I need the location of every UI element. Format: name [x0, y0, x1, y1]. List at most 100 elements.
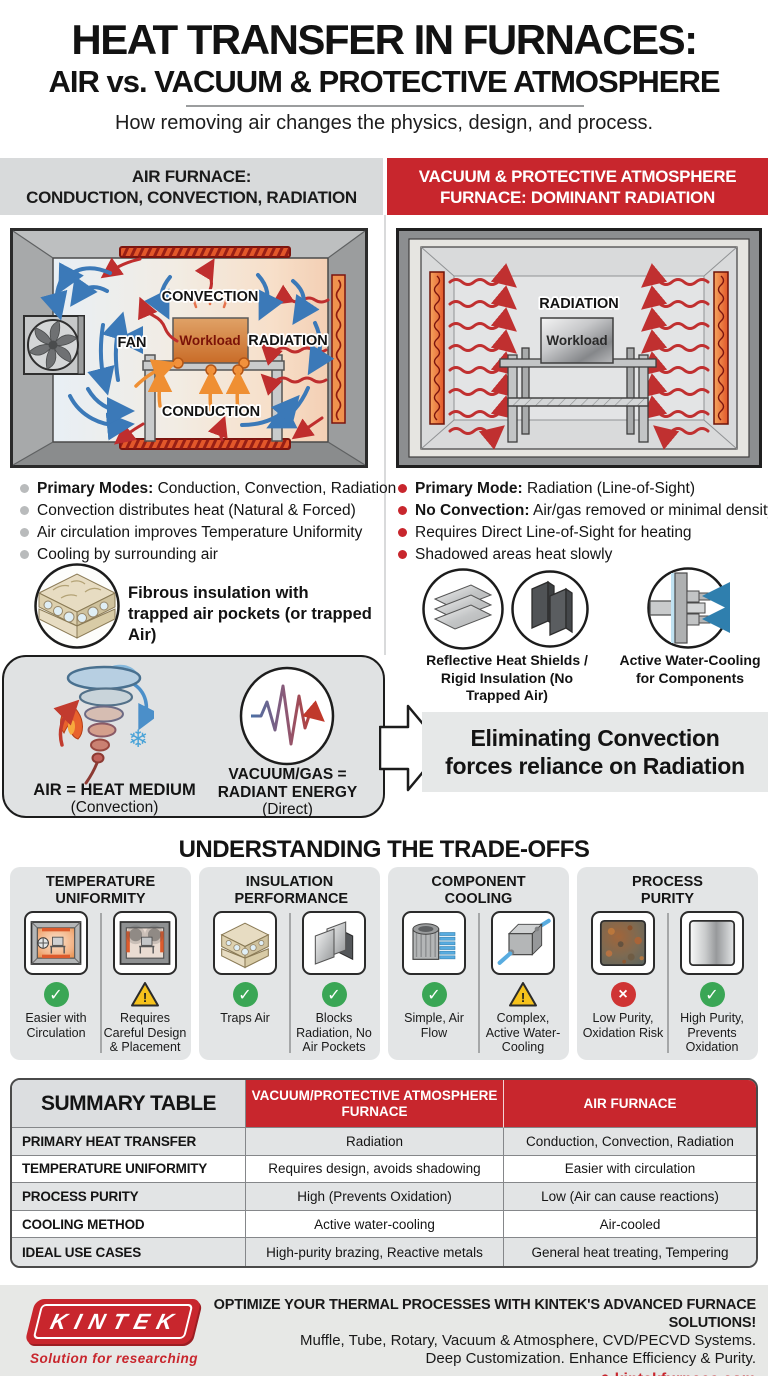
warning-icon: ! — [509, 982, 537, 1007]
table-row-label: TEMPERATURE UNIFORMITY — [12, 1155, 246, 1184]
pure-metal-icon — [680, 911, 744, 975]
convection-arrows — [40, 262, 335, 441]
air-medium-sub: (Convection) — [70, 799, 159, 816]
check-icon: ✓ — [321, 982, 347, 1007]
bullet-dot — [398, 484, 407, 493]
fibrous-insulation-caption: Fibrous insulation with trapped air pock… — [128, 584, 372, 644]
table-cell: Low (Air can cause reactions) — [504, 1183, 756, 1211]
column-divider — [384, 215, 386, 655]
svg-text:!: ! — [143, 990, 147, 1005]
bullet-dot — [20, 550, 29, 559]
table-cell: High-purity brazing, Reactive metals — [246, 1238, 504, 1266]
list-item: Requires Direct Line-of-Sight for heatin… — [398, 523, 768, 542]
vacuum-bullet-list: Primary Mode: Radiation (Line-of-Sight) … — [398, 479, 768, 567]
air-header-line1: AIR FURNACE: — [131, 166, 252, 186]
card-caption: Complex, Active Water-Cooling — [485, 1011, 561, 1054]
tornado-icon: ❄ — [53, 664, 154, 785]
title-divider — [186, 105, 584, 107]
vacuum-heating-element-left — [429, 271, 445, 425]
bullet-dot — [20, 484, 29, 493]
conduction-label: CONDUCTION — [162, 404, 260, 420]
card-title: PROCESS PURITY — [632, 874, 703, 907]
card-component-cooling: COMPONENT COOLING ✓ Simple, Air Flow — [388, 867, 569, 1060]
check-icon: ✓ — [699, 982, 725, 1007]
radiation-arrows-vacuum — [448, 263, 710, 450]
bullet-dot — [20, 528, 29, 537]
conduction-arrows — [134, 359, 251, 412]
table-cell: Air-cooled — [504, 1210, 756, 1239]
air-uniformity-icon — [24, 911, 88, 975]
cross-icon: × — [610, 982, 636, 1007]
heat-shields-icon — [422, 568, 504, 650]
card-divider — [100, 913, 102, 1053]
water-block-icon — [491, 911, 555, 975]
card-insulation-performance: INSULATION PERFORMANCE ✓ Traps Air — [199, 867, 380, 1060]
vacuum-header-line2: FURNACE: DOMINANT RADIATION — [440, 187, 715, 207]
table-cell: High (Prevents Oxidation) — [246, 1183, 504, 1211]
warning-icon: ! — [131, 982, 159, 1007]
air-furnace-diagram: CONVECTION FAN RADIATION CONDUCTION Work… — [10, 228, 368, 468]
list-item: Air circulation improves Temperature Uni… — [20, 523, 382, 542]
footer-products: Muffle, Tube, Rotary, Vacuum & Atmospher… — [299, 1332, 756, 1349]
card-caption: Low Purity, Oxidation Risk — [582, 1011, 664, 1040]
vacuum-furnace-diagram: RADIATION Workload — [396, 228, 762, 468]
air-workload-label: Workload — [179, 333, 240, 348]
table-row-label: PRIMARY HEAT TRANSFER — [12, 1128, 246, 1156]
fan-icon — [23, 315, 85, 375]
heat-shields-caption: Reflective Heat Shields / Rigid Insulati… — [426, 652, 588, 703]
bullet-dot — [398, 528, 407, 537]
air-heating-element-top — [119, 246, 291, 258]
fibrous-insulation-mini-icon — [213, 911, 277, 975]
card-divider — [478, 913, 480, 1053]
card-title: INSULATION PERFORMANCE — [234, 874, 349, 907]
svg-text:!: ! — [521, 990, 525, 1005]
card-divider — [667, 913, 669, 1053]
card-title: COMPONENT COOLING — [431, 874, 526, 907]
radiation-label-vacuum: RADIATION — [539, 296, 618, 312]
air-furnace-header: AIR FURNACE: CONDUCTION, CONVECTION, RAD… — [0, 158, 383, 215]
tradeoffs-title: UNDERSTANDING THE TRADE-OFFS — [178, 836, 590, 863]
check-icon: ✓ — [43, 982, 69, 1007]
vacuum-heating-element-right — [713, 271, 729, 425]
bullet-dot — [398, 506, 407, 515]
kintek-logo: KINTEK — [24, 1299, 202, 1344]
summary-table: SUMMARY TABLE VACUUM/PROTECTIVE ATMOSPHE… — [10, 1078, 758, 1268]
summary-table-title: SUMMARY TABLE — [12, 1080, 246, 1128]
table-row-label: COOLING METHOD — [12, 1210, 246, 1239]
card-caption: High Purity, Prevents Oxidation — [680, 1011, 744, 1054]
footer-headline: OPTIMIZE YOUR THERMAL PROCESSES WITH KIN… — [213, 1297, 757, 1331]
card-divider — [289, 913, 291, 1053]
vacuum-medium-label: VACUUM/GAS = RADIANT ENERGY — [217, 766, 358, 801]
convection-message-band: Eliminating Convection forces reliance o… — [422, 712, 768, 792]
air-bullet-list: Primary Modes: Conduction, Convection, R… — [20, 479, 396, 567]
table-cell: Active water-cooling — [246, 1210, 504, 1239]
card-caption: Blocks Radiation, No Air Pockets — [296, 1011, 372, 1054]
card-process-purity: PROCESS PURITY × Low Purit — [577, 867, 758, 1060]
table-row-label: IDEAL USE CASES — [12, 1238, 246, 1266]
card-caption: Easier with Circulation — [25, 1011, 87, 1040]
vacuum-furnace-header: VACUUM & PROTECTIVE ATMOSPHERE FURNACE: … — [387, 158, 768, 215]
table-header-vacuum: VACUUM/PROTECTIVE ATMOSPHERE FURNACE — [246, 1080, 504, 1128]
vacuum-uniformity-icon — [113, 911, 177, 975]
air-medium-label: AIR = HEAT MEDIUM — [33, 781, 196, 799]
message-line2: forces reliance on Radiation — [445, 753, 745, 779]
page-subtitle: How removing air changes the physics, de… — [114, 112, 654, 134]
list-item: Convection distributes heat (Natural & F… — [20, 501, 382, 520]
page-title-line1: HEAT TRANSFER IN FURNACES: — [71, 16, 698, 63]
footer-benefits: Deep Customization. Enhance Efficiency &… — [425, 1350, 756, 1367]
website-link-text[interactable]: kintekfurnace.com — [615, 1371, 756, 1376]
footer-text-block: OPTIMIZE YOUR THERMAL PROCESSES WITH KIN… — [196, 1296, 756, 1376]
logo-text: KINTEK — [48, 1308, 185, 1334]
logo-tagline: Solution for researching — [29, 1351, 199, 1366]
table-row-label: PROCESS PURITY — [12, 1183, 246, 1211]
convection-label: CONVECTION — [162, 289, 259, 305]
vacuum-workload-box — [540, 317, 614, 364]
water-cooling-caption: Active Water-Cooling for Components — [619, 652, 761, 686]
air-header-line2: CONDUCTION, CONVECTION, RADIATION — [26, 187, 357, 207]
website-link[interactable]: kintekfurnace.com — [196, 1371, 756, 1376]
table-header-air: AIR FURNACE — [504, 1080, 756, 1128]
heatsink-icon — [402, 911, 466, 975]
vacuum-medium-sub: (Direct) — [262, 801, 313, 818]
table-cell: General heat treating, Tempering — [504, 1238, 756, 1266]
